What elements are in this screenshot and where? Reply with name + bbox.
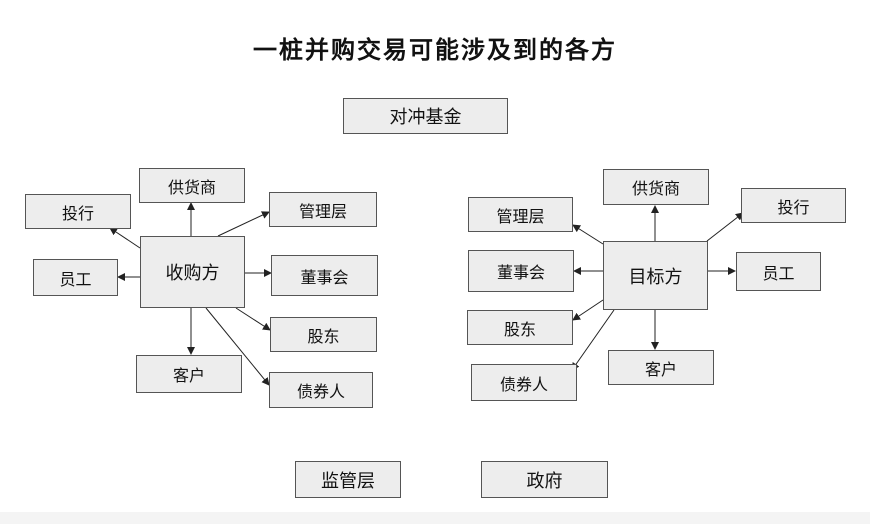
target-box: 目标方 — [603, 241, 708, 310]
acquirer-supplier-box: 供货商 — [139, 168, 245, 203]
target-customers-box: 客户 — [608, 350, 714, 385]
acquirer-shareholders-box: 股东 — [270, 317, 377, 352]
acquirer-investment-bank-box: 投行 — [25, 194, 131, 229]
acquirer-box: 收购方 — [140, 236, 245, 308]
arrow-acquirer-to-investment-bank — [109, 227, 141, 249]
target-employees-box: 员工 — [736, 252, 821, 291]
bottom-band — [0, 512, 870, 524]
target-management-box: 管理层 — [468, 197, 573, 232]
page-title: 一桩并购交易可能涉及到的各方 — [253, 35, 617, 64]
acquirer-bondholders-box: 债券人 — [269, 372, 373, 408]
target-bondholders-box: 债券人 — [471, 364, 577, 401]
acquirer-employees-box: 员工 — [33, 259, 118, 296]
target-supplier-box: 供货商 — [603, 169, 709, 205]
acquirer-customers-box: 客户 — [136, 355, 242, 393]
arrow-target-to-management — [572, 224, 604, 245]
arrow-acquirer-to-shareholders — [235, 307, 271, 331]
acquirer-board-box: 董事会 — [271, 255, 378, 296]
government-box: 政府 — [481, 461, 608, 498]
arrow-target-to-investment-bank — [706, 212, 744, 242]
arrow-target-to-shareholders — [572, 299, 604, 321]
target-shareholders-box: 股东 — [467, 310, 573, 345]
arrow-acquirer-to-bondholders — [205, 307, 270, 386]
arrow-target-to-bondholders — [571, 309, 615, 371]
target-board-box: 董事会 — [468, 250, 574, 292]
target-investment-bank-box: 投行 — [741, 188, 846, 223]
hedge-fund-box: 对冲基金 — [343, 98, 508, 134]
arrow-acquirer-to-management — [217, 211, 270, 237]
acquirer-management-box: 管理层 — [269, 192, 377, 227]
regulators-box: 监管层 — [295, 461, 401, 498]
